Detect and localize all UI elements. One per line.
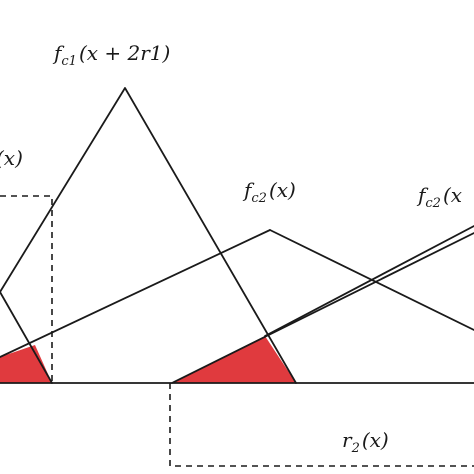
- overlap-region-center: [172, 336, 296, 383]
- triangle-fc1: [0, 87, 297, 384]
- label-r2: r2(x): [342, 428, 389, 456]
- label-fc2-a: fc2(x): [242, 178, 296, 206]
- label-r2-arg: (x): [362, 428, 389, 452]
- label-fc2-b-arg: (x: [443, 183, 462, 207]
- line-right-rising: [264, 225, 474, 337]
- label-fc2-b-sub: c2: [425, 196, 441, 211]
- overlap-region-left: [0, 345, 52, 383]
- label-fc2-a-sub: c2: [251, 191, 267, 206]
- label-r2-base: r: [342, 428, 353, 452]
- r2-dashed-bracket: [169, 383, 474, 467]
- label-fc1-sub: c1: [61, 54, 77, 69]
- label-fc2-b: fc2(x: [416, 183, 462, 211]
- label-r2-sub: 2: [351, 441, 360, 456]
- label-fc1: fc1(x + 2r1): [52, 41, 170, 69]
- triangle-left-partial: [0, 291, 53, 384]
- line-left-rising: [0, 229, 271, 358]
- label-left-arg: (x): [0, 146, 23, 170]
- label-fc2-a-arg: (x): [269, 178, 296, 202]
- line-center-rising: [171, 232, 474, 384]
- label-left: (x): [0, 146, 23, 170]
- label-fc1-arg: (x + 2r1): [79, 41, 170, 65]
- r1-dashed-bracket: [0, 195, 53, 383]
